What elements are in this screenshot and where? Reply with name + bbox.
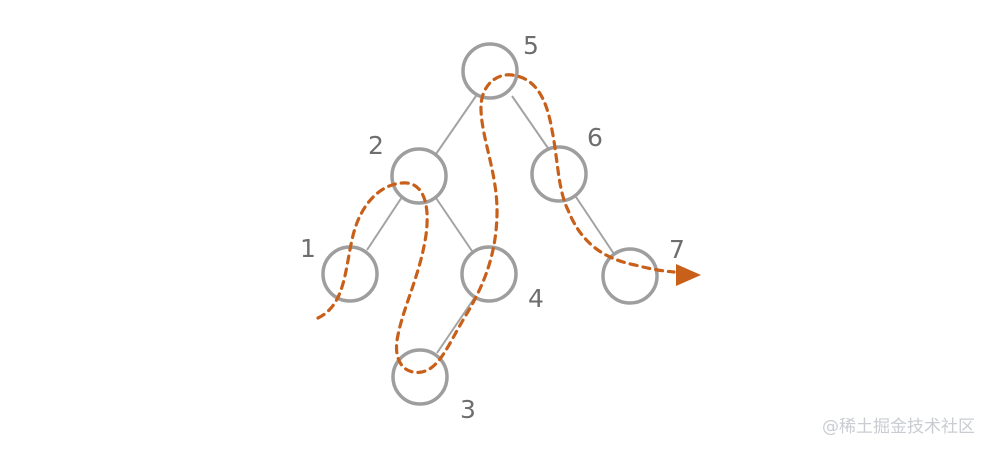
in-order-traversal-path bbox=[316, 73, 676, 374]
edge-6-7 bbox=[575, 196, 615, 255]
node-label: 2 bbox=[368, 131, 384, 160]
tree-node-1: 1 bbox=[300, 234, 379, 303]
edge-5-2 bbox=[435, 95, 477, 155]
tree-node-2: 2 bbox=[368, 131, 448, 205]
node-circle bbox=[390, 147, 448, 205]
node-circle bbox=[461, 42, 519, 100]
tree-node-5: 5 bbox=[461, 31, 539, 100]
node-label: 1 bbox=[300, 234, 316, 263]
tree-node-7: 7 bbox=[601, 235, 685, 305]
node-label: 6 bbox=[587, 123, 603, 152]
node-label: 5 bbox=[523, 31, 539, 60]
tree-node-4: 4 bbox=[460, 245, 544, 313]
edge-2-1 bbox=[366, 196, 403, 251]
watermark-text: @稀土掘金技术社区 bbox=[822, 417, 975, 437]
node-label: 4 bbox=[528, 284, 544, 313]
tree-node-6: 6 bbox=[530, 123, 603, 203]
tree-node-3: 3 bbox=[391, 348, 476, 424]
tree-edges bbox=[366, 95, 615, 354]
node-label: 7 bbox=[669, 235, 685, 264]
edge-4-3 bbox=[436, 296, 476, 354]
node-circle bbox=[601, 247, 659, 305]
node-label: 3 bbox=[460, 395, 476, 424]
edge-2-4 bbox=[435, 197, 473, 252]
tree-nodes: 5 2 6 1 4 7 3 bbox=[300, 31, 685, 424]
edge-5-6 bbox=[511, 95, 551, 152]
traversal-arrowhead bbox=[676, 264, 701, 286]
node-circle bbox=[391, 348, 449, 406]
node-circle bbox=[460, 245, 518, 303]
